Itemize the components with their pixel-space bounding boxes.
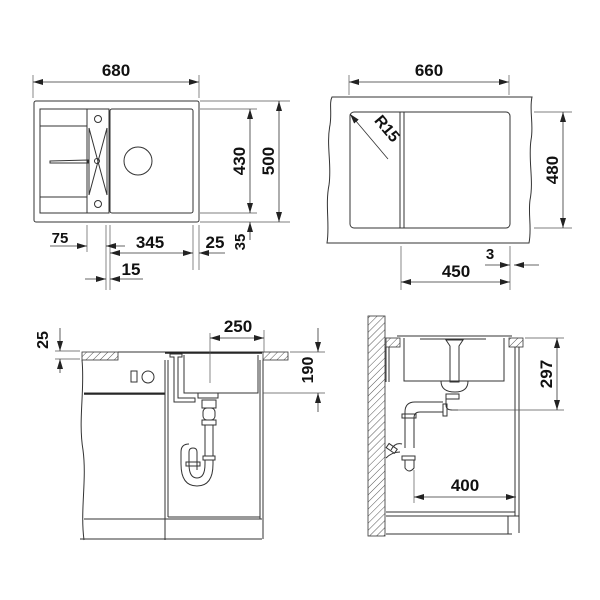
dim-bowl-half-width-label: 250 <box>224 317 252 336</box>
dim-right-margin-label: 25 <box>206 233 225 252</box>
dim-bowl-depth-label: 430 <box>230 147 249 175</box>
dim-bowl-width-label: 345 <box>136 233 164 252</box>
dim-bowl-cutout-width-label: 450 <box>442 262 470 281</box>
dim-corner-radius-label: R15 <box>370 112 402 145</box>
dim-left-offset-label: 75 <box>52 230 69 247</box>
dim-drain-distance-label: 400 <box>451 476 479 495</box>
cutout-view: 660 R15 480 450 3 <box>326 61 572 290</box>
dim-cutout-depth-label: 480 <box>543 156 562 184</box>
dim-cutout-width-label: 660 <box>415 61 443 80</box>
dim-drain-height-label: 297 <box>537 360 556 388</box>
dim-divider-gap-label: 15 <box>122 260 141 279</box>
drain-circle <box>123 146 153 176</box>
top-view: 680 430 500 35 <box>32 61 290 290</box>
dim-bottom-margin-label: 35 <box>232 234 249 251</box>
side-section: 297 400 <box>367 315 564 537</box>
dim-bowl-height-label: 190 <box>300 357 317 384</box>
dim-rim-thickness-label: 25 <box>35 331 52 349</box>
dim-width-label: 680 <box>102 61 130 80</box>
front-section: 25 <box>35 317 325 541</box>
dim-edge-offset-label: 3 <box>486 246 494 263</box>
dim-depth-label: 500 <box>259 147 278 175</box>
